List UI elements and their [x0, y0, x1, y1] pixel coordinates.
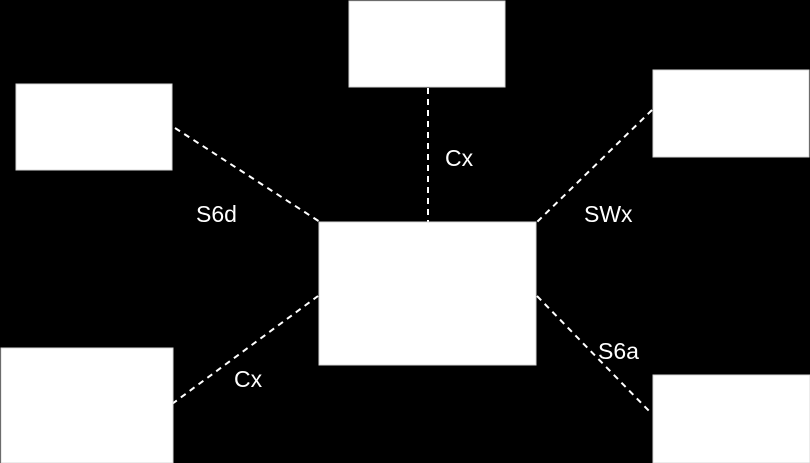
link-lower-right-label: S6a	[598, 338, 639, 364]
link-lower-right	[536, 295, 653, 415]
node-upper-left	[15, 83, 173, 171]
node-upper-right	[652, 69, 810, 158]
node-center	[318, 221, 537, 366]
link-lower-left	[171, 295, 319, 405]
node-top	[348, 0, 506, 88]
node-lower-left	[0, 347, 174, 463]
link-upper-right-label: SWx	[584, 201, 633, 227]
link-upper-left	[174, 127, 321, 223]
link-lower-left-label: Cx	[234, 366, 263, 392]
node-lower-right	[652, 374, 810, 463]
link-upper-right	[536, 109, 653, 223]
link-upper-left-label: S6d	[196, 201, 237, 227]
link-top-label: Cx	[445, 145, 474, 171]
